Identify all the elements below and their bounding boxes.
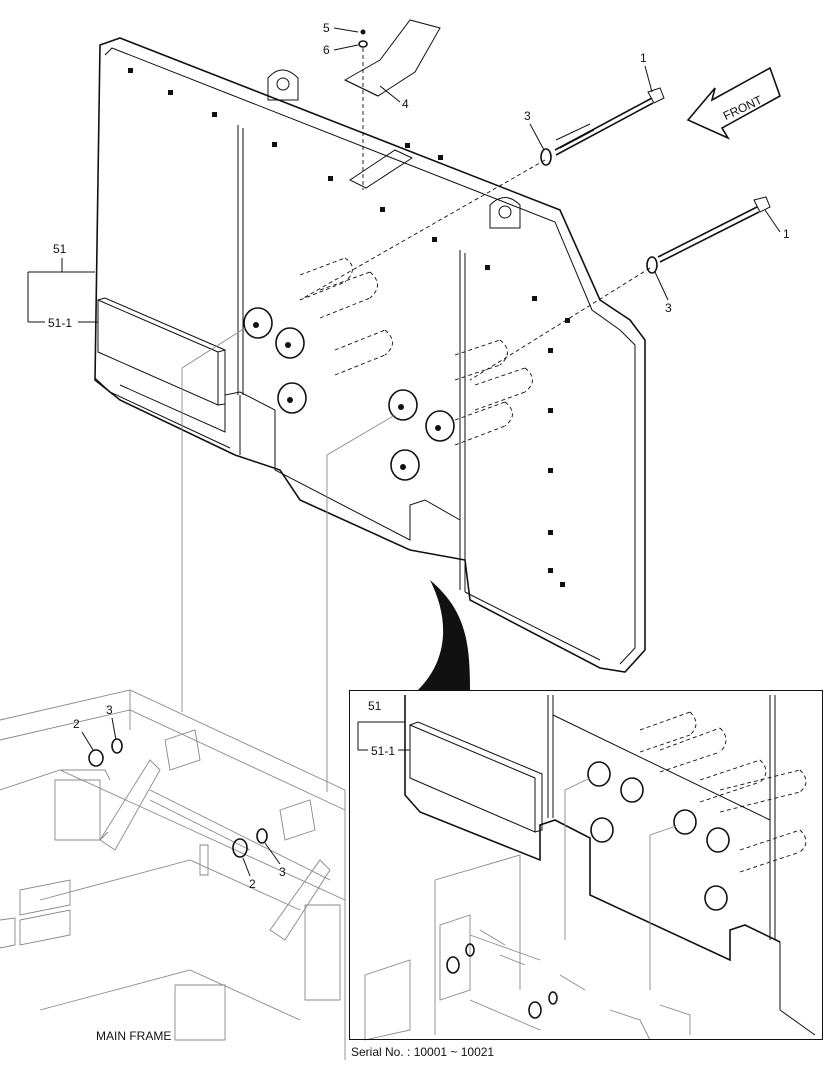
inset-detail: 51 51-1 (357, 695, 816, 1041)
callout-3-mid: 3 (665, 301, 672, 315)
mounting-bushings (243, 257, 533, 481)
callout-51: 51 (53, 242, 67, 256)
weight-block-51-1 (97, 297, 226, 406)
serial-note: Serial No. : 10001 ~ 10021 (351, 1045, 494, 1059)
frame-bushing-2-mid (232, 828, 268, 858)
counterweight-assembly (94, 37, 646, 673)
callouts: 5 6 4 1 3 1 3 51 51-1 (27, 21, 790, 330)
front-arrow-label: FRONT (721, 93, 765, 123)
bolt-1-top (554, 87, 665, 156)
callout-3-low: 3 (279, 865, 286, 879)
washer-3-mid (646, 256, 658, 274)
bracket-4 (343, 19, 441, 97)
washer-3-top (540, 148, 552, 166)
inset-callout-51: 51 (368, 699, 382, 713)
callout-3-left: 3 (106, 703, 113, 717)
callout-1-top: 1 (640, 51, 647, 65)
bolt-1-mid (657, 196, 771, 263)
callout-5: 5 (323, 21, 330, 35)
inset-callout-51-1: 51-1 (371, 744, 395, 758)
main-frame-label: MAIN FRAME (96, 1029, 171, 1043)
frame-callouts: 2 3 2 3 (73, 703, 286, 891)
screw-5-washer-6 (358, 29, 368, 190)
leader-lines (181, 327, 396, 792)
callout-1-mid: 1 (783, 227, 790, 241)
callout-2-mid: 2 (249, 877, 256, 891)
curved-arrow-icon (418, 580, 470, 690)
callout-6: 6 (323, 43, 330, 57)
front-arrow-icon: FRONT (686, 66, 781, 140)
main-frame (0, 689, 346, 1060)
bolt-center-lines (299, 159, 651, 381)
callout-51-1: 51-1 (48, 316, 72, 330)
callout-3-top: 3 (524, 109, 531, 123)
callout-4: 4 (402, 97, 409, 111)
callout-2-left: 2 (73, 717, 80, 731)
frame-bushing-2-left (88, 738, 123, 767)
